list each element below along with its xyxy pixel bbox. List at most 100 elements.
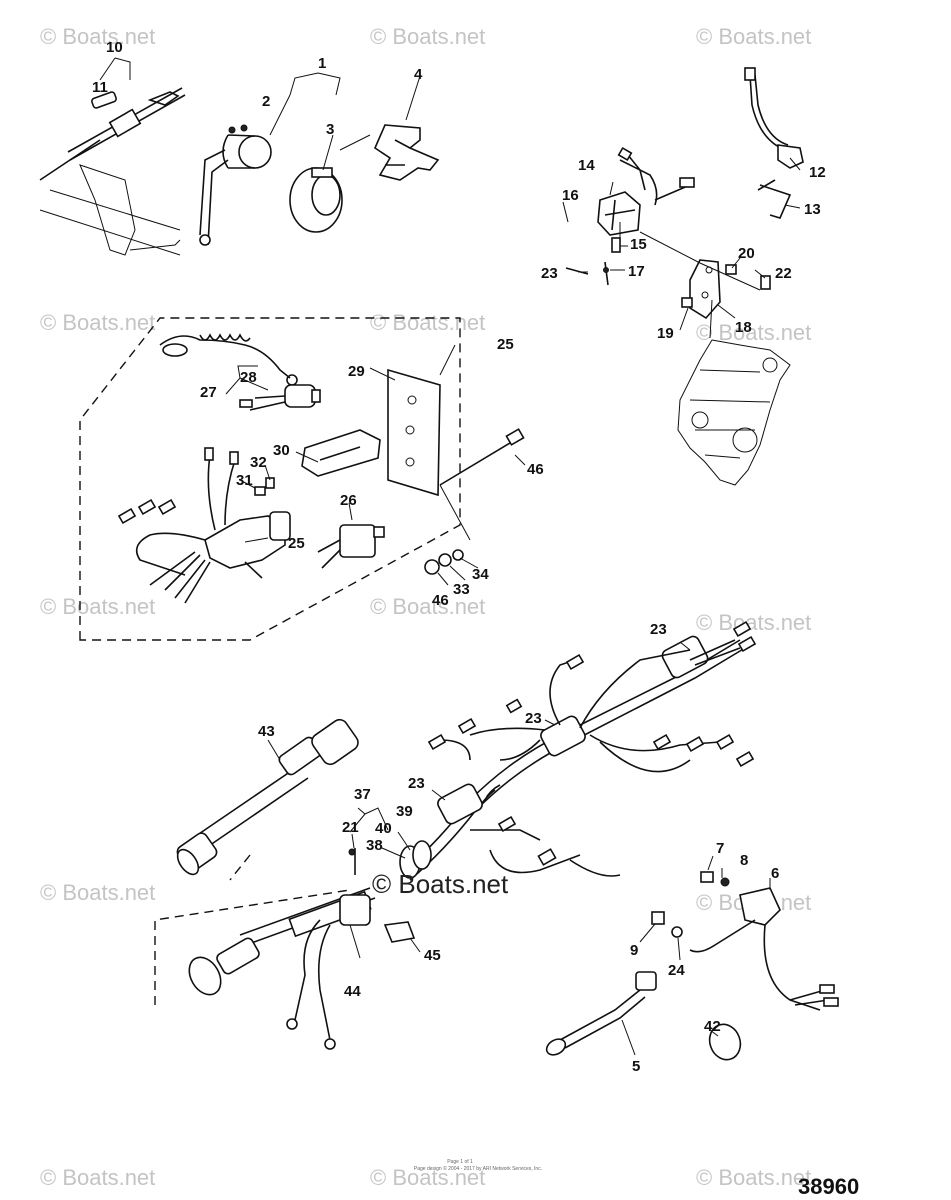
figure-number: 38960 — [798, 1174, 859, 1199]
part-14-coil — [597, 146, 695, 236]
part-27-key-switch — [117, 447, 291, 604]
watermark: © Boats.net — [696, 1165, 811, 1190]
part-12-sensor — [744, 67, 804, 169]
callout-30: 28 — [240, 369, 257, 386]
watermark: © Boats.net — [40, 1165, 155, 1190]
callout-labels: 10 11 1 2 3 4 12 13 14 15 16 17 18 19 20… — [92, 39, 826, 1075]
watermark: © Boats.net — [696, 320, 811, 345]
callout-19: 19 — [657, 325, 674, 342]
callout-14: 14 — [578, 157, 595, 174]
callout-36: 34 — [472, 566, 489, 583]
ignition-kit-boundary — [79, 317, 461, 641]
part-18-plate — [689, 259, 721, 320]
part-29-stop-switch — [239, 384, 321, 411]
callout-27: 25 — [288, 535, 305, 552]
callout-11: 11 — [92, 79, 108, 96]
part-30-lanyard — [159, 333, 298, 386]
callout-45: 46 — [527, 461, 544, 478]
part-41-plug — [708, 1023, 742, 1061]
callout-20: 20 — [738, 245, 755, 262]
callout-7: 7 — [716, 840, 724, 857]
part-43-plug-assembly — [188, 848, 376, 1050]
callout-12: 12 — [809, 164, 826, 181]
bolt-11-shape — [91, 91, 117, 109]
harness-kit-boundary-left — [154, 889, 351, 1005]
callout-29: 27 — [200, 384, 217, 401]
part-15-17-24-hardware — [565, 222, 621, 286]
callout-3: 3 — [326, 121, 334, 138]
callout-22: 22 — [775, 265, 792, 282]
callout-41: 42 — [704, 1018, 721, 1035]
watermark: © Boats.net — [696, 610, 811, 635]
part-33-34-hardware — [254, 477, 275, 496]
watermark: © Boats.net — [370, 594, 485, 619]
callout-25: 24 — [668, 962, 685, 979]
callout-2: 2 — [262, 93, 270, 110]
leader-coil-to-plate — [639, 231, 761, 291]
callout-40: 40 — [375, 820, 392, 837]
part-9-25-hardware — [651, 911, 683, 938]
watermark: © Boats.net — [40, 310, 155, 335]
watermark-group: © Boats.net © Boats.net © Boats.net © Bo… — [40, 24, 811, 1190]
callout-8: 8 — [740, 852, 748, 869]
part-32-bracket — [301, 429, 381, 477]
callout-10: 10 — [106, 39, 123, 56]
watermark: © Boats.net — [370, 1165, 485, 1190]
callout-18: 18 — [735, 319, 752, 336]
center-watermark: © Boats.net — [372, 869, 509, 899]
callout-24: 23 — [541, 265, 558, 282]
callout-4: 4 — [414, 66, 423, 83]
callout-43: 44 — [344, 983, 361, 1000]
callout-35: 33 — [453, 581, 470, 598]
footer-page: Page 1 of 1 — [447, 1159, 473, 1165]
callout-16: 16 — [562, 187, 579, 204]
watermark: © Boats.net — [40, 594, 155, 619]
callout-23a: 23 — [650, 621, 667, 638]
part-23-main-harness — [404, 620, 757, 881]
part-13-clip — [757, 179, 792, 219]
callout-26: 25 — [497, 336, 514, 353]
part-45-bolt — [439, 428, 525, 486]
watermark: © Boats.net — [40, 24, 155, 49]
callout-1: 1 — [318, 55, 326, 72]
callout-44: 45 — [424, 947, 441, 964]
leader-panel-nuts — [439, 484, 471, 541]
watermark: © Boats.net — [696, 24, 811, 49]
callout-34: 32 — [250, 454, 267, 471]
watermark: © Boats.net — [40, 880, 155, 905]
callout-28: 26 — [340, 492, 357, 509]
callout-31: 29 — [348, 363, 365, 380]
part-7-8-screws — [700, 871, 730, 887]
part-3-boot — [289, 167, 343, 233]
footer-copyright: Page design © 2004 - 2017 by ARI Network… — [414, 1165, 542, 1172]
callout-5: 5 — [632, 1058, 640, 1075]
callout-9: 9 — [630, 942, 638, 959]
engine-block — [677, 299, 791, 486]
callout-6: 6 — [771, 865, 779, 882]
callout-17: 17 — [628, 263, 645, 280]
callout-39: 39 — [396, 803, 413, 820]
callout-32: 30 — [273, 442, 290, 459]
part-31-panel — [387, 368, 441, 497]
part-6-rectifier — [689, 887, 839, 1011]
callout-13: 13 — [804, 201, 821, 218]
callout-23b: 23 — [525, 710, 542, 727]
watermark: © Boats.net — [370, 310, 485, 335]
callout-42: 43 — [258, 723, 275, 740]
callout-15: 15 — [630, 236, 647, 253]
callout-37: 37 — [354, 786, 371, 803]
part-42-extension-harness — [176, 718, 359, 876]
part-38-40-grommet — [399, 840, 432, 879]
leader-lines — [99, 57, 801, 1056]
part-4-bracket — [373, 124, 440, 181]
watermark: © Boats.net — [370, 24, 485, 49]
part-10-cable-assembly — [39, 87, 186, 256]
callout-33: 31 — [236, 472, 253, 489]
callout-21: 21 — [342, 819, 359, 836]
part-35-36-46-nuts — [424, 549, 464, 575]
part-5-cable — [545, 971, 657, 1056]
part-28-switch — [317, 524, 385, 569]
callout-23c: 23 — [408, 775, 425, 792]
part-44-clip — [383, 921, 416, 943]
